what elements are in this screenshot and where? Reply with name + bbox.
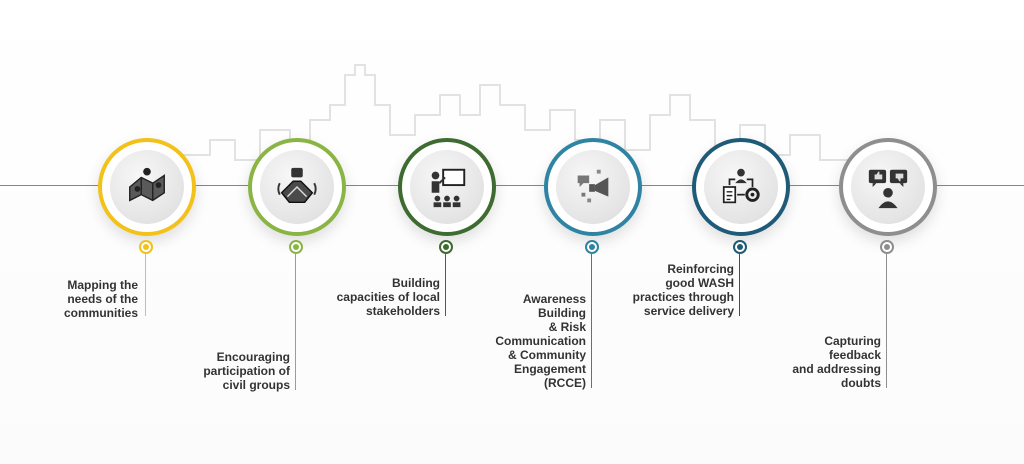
step-circle xyxy=(839,138,937,236)
step-circle xyxy=(692,138,790,236)
step-marker xyxy=(585,240,599,254)
presentation-icon xyxy=(431,168,466,208)
step-marker xyxy=(439,240,453,254)
step-connector xyxy=(445,254,446,316)
step-connector xyxy=(886,254,887,388)
step-connector xyxy=(145,254,146,316)
process-gear-icon xyxy=(722,168,760,204)
step-connector xyxy=(591,254,592,388)
timeline-axis xyxy=(0,185,1024,186)
step-label: Encouraging participation of civil group… xyxy=(203,350,290,392)
step-marker xyxy=(733,240,747,254)
step-label: Reinforcing good WASH practices through … xyxy=(632,262,734,318)
step-marker xyxy=(289,240,303,254)
step-circle xyxy=(398,138,496,236)
hands-together-icon xyxy=(277,167,317,204)
feedback-icon xyxy=(868,169,908,209)
step-connector xyxy=(295,254,296,390)
step-marker xyxy=(139,240,153,254)
step-circle xyxy=(98,138,196,236)
megaphone-icon xyxy=(577,169,609,203)
step-marker xyxy=(880,240,894,254)
step-label: Awareness Building & Risk Communication … xyxy=(495,292,586,390)
step-label: Mapping the needs of the communities xyxy=(63,278,138,320)
step-label: Building capacities of local stakeholder… xyxy=(336,276,440,318)
step-circle xyxy=(248,138,346,236)
step-connector xyxy=(739,254,740,316)
step-circle xyxy=(544,138,642,236)
step-label: Capturing feedback and addressing doubts xyxy=(792,334,881,390)
map-icon xyxy=(129,167,165,202)
